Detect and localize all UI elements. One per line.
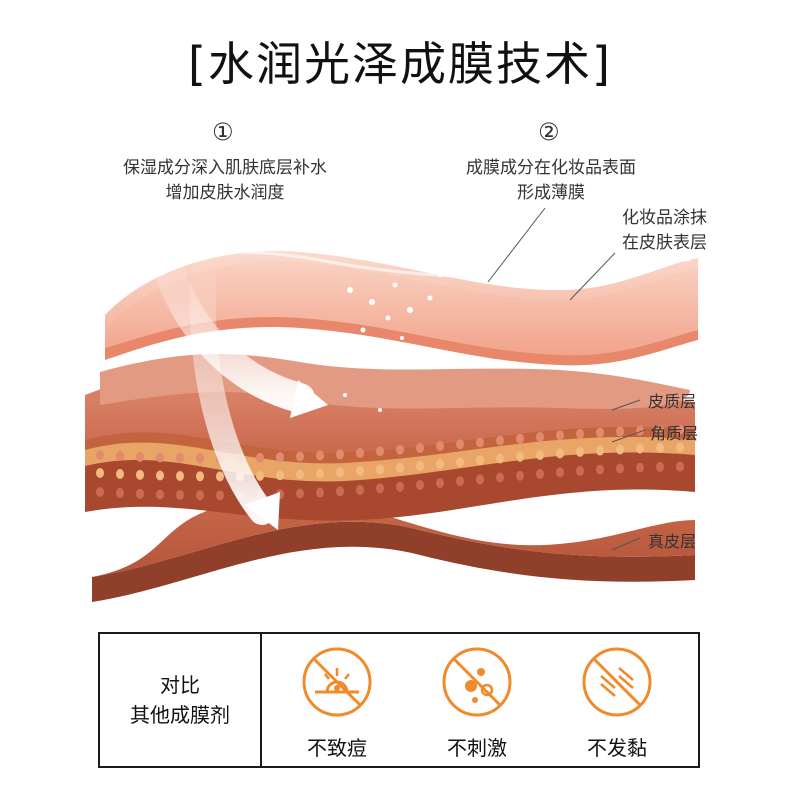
cell-dot (416, 443, 424, 453)
feature-no-sticky: 不发黏 (562, 646, 672, 761)
panel-divider (260, 634, 262, 766)
cell-dot (336, 449, 344, 459)
cell-dot (116, 488, 124, 498)
cell-dot (196, 471, 204, 481)
cell-dot (116, 451, 124, 461)
label-true-dermis-layer: 真皮层 (648, 528, 696, 552)
cell-dot (596, 446, 604, 456)
cell-dot (656, 443, 664, 453)
cell-dot (196, 490, 204, 500)
cell-dot (556, 467, 564, 477)
cell-dot (176, 490, 184, 500)
cell-dot (636, 444, 644, 454)
no-irritation-icon (441, 646, 513, 718)
cell-dot (336, 467, 344, 477)
cell-dot (596, 465, 604, 475)
no-sticky-icon (581, 646, 653, 718)
cell-dot (616, 464, 624, 474)
cell-dot (476, 455, 484, 465)
cell-dot (156, 489, 164, 499)
cell-dot (516, 452, 524, 462)
cell-dot (176, 471, 184, 481)
cell-dot (456, 457, 464, 467)
feature-no-sticky-label: 不发黏 (562, 732, 672, 761)
cell-dot (356, 485, 364, 495)
cell-dot (556, 430, 564, 440)
cell-dot (496, 473, 504, 483)
cell-dot (96, 487, 104, 497)
cell-dot (176, 453, 184, 463)
cell-dot (136, 470, 144, 480)
cell-dot (436, 459, 444, 469)
cell-dot (156, 470, 164, 480)
feature-no-acne: 不致痘 (282, 646, 392, 761)
cell-dot (296, 452, 304, 462)
cell-dot (276, 470, 284, 480)
cell-dot (316, 488, 324, 498)
cell-dot (536, 432, 544, 442)
cell-dot (436, 478, 444, 488)
cell-dot (256, 471, 264, 481)
cell-dot (536, 469, 544, 479)
cell-dot (416, 480, 424, 490)
cell-dot (156, 452, 164, 462)
comparison-heading: 对比 其他成膜剂 (100, 634, 260, 766)
no-acne-icon (301, 646, 373, 718)
cell-dot (336, 486, 344, 496)
cell-dot (356, 448, 364, 458)
cell-dot (516, 471, 524, 481)
cell-dot (416, 461, 424, 471)
cell-dot (316, 451, 324, 461)
cell-dot (516, 434, 524, 444)
cell-dot (296, 470, 304, 480)
feature-no-irritation-label: 不刺激 (422, 732, 532, 761)
cell-dot (96, 450, 104, 460)
cell-dot (576, 466, 584, 476)
cell-dot (216, 490, 224, 500)
cell-dot (496, 454, 504, 464)
cell-dot (436, 441, 444, 451)
cell-dot (276, 452, 284, 462)
cell-dot (476, 437, 484, 447)
cell-dot (216, 471, 224, 481)
cell-dot (396, 445, 404, 455)
cell-dot (196, 453, 204, 463)
cell-dot (576, 447, 584, 457)
label-dermis-quality-layer: 皮质层 (648, 388, 696, 412)
cell-dot (356, 466, 364, 476)
cell-dot (396, 482, 404, 492)
cell-dot (136, 489, 144, 499)
feature-no-irritation: 不刺激 (422, 646, 532, 761)
cell-dot (676, 461, 684, 471)
feature-no-acne-label: 不致痘 (282, 732, 392, 761)
cell-dot (316, 469, 324, 479)
cell-dot (296, 489, 304, 499)
cell-dot (116, 469, 124, 479)
cell-dot (596, 428, 604, 438)
comparison-line-1: 对比 (160, 670, 200, 700)
comparison-line-2: 其他成膜剂 (130, 700, 230, 730)
cell-dot (536, 450, 544, 460)
cell-dot (616, 445, 624, 455)
cell-dot (376, 446, 384, 456)
cell-dot (96, 468, 104, 478)
cell-dot (396, 463, 404, 473)
cell-dot (576, 429, 584, 439)
cell-dot (136, 452, 144, 462)
cell-dot (656, 462, 664, 472)
comparison-panel: 对比 其他成膜剂 不致痘 不刺 (98, 632, 700, 768)
cell-dot (636, 463, 644, 473)
cell-dot (256, 453, 264, 463)
cell-dot (616, 427, 624, 437)
cell-dot (376, 464, 384, 474)
cell-dot (496, 436, 504, 446)
cell-dot (556, 448, 564, 458)
cell-dot (476, 474, 484, 484)
cell-dot (456, 476, 464, 486)
cell-dot (376, 483, 384, 493)
label-stratum-layer: 角质层 (650, 420, 698, 444)
cell-dot (456, 439, 464, 449)
